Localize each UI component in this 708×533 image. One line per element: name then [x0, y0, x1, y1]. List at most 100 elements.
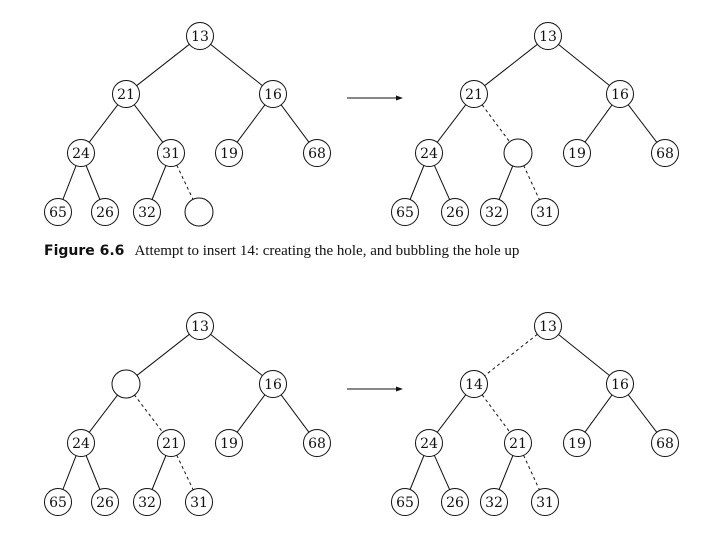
node-value: 26: [446, 495, 464, 511]
heap-node: 13: [186, 22, 214, 50]
heap-node: 24: [67, 429, 95, 457]
node-circle: [441, 198, 469, 226]
node-circle: [67, 139, 95, 167]
node-value: 65: [49, 495, 67, 511]
tree-edge: [280, 394, 310, 433]
heap-node: 65: [391, 198, 419, 226]
node-value: 24: [420, 146, 438, 162]
node-circle: [303, 139, 331, 167]
node-circle: [259, 80, 287, 108]
node-circle: [531, 488, 559, 516]
dashed-edge: [176, 454, 194, 491]
tree-edge: [280, 104, 310, 143]
heap-node: 16: [606, 370, 634, 398]
heap-node: 21: [460, 80, 488, 108]
node-circle: [480, 198, 508, 226]
node-circle: [651, 139, 679, 167]
node-value: 16: [264, 377, 282, 393]
heap-node: 19: [215, 429, 243, 457]
node-circle: [133, 198, 161, 226]
heap-node: 16: [259, 80, 287, 108]
heap-node: 24: [415, 139, 443, 167]
heap-node: 32: [133, 198, 161, 226]
dashed-edge: [484, 333, 538, 377]
node-value: 16: [611, 377, 629, 393]
node-value: 24: [72, 146, 90, 162]
heap-node: 26: [91, 488, 119, 516]
tree-edge: [627, 104, 658, 143]
heap-node: 31: [157, 139, 185, 167]
hole-circle: [503, 138, 533, 168]
node-value: 31: [162, 146, 180, 162]
node-circle: [415, 139, 443, 167]
node-circle: [186, 22, 214, 50]
node-circle: [303, 429, 331, 457]
heap-hole-node: [184, 197, 214, 227]
node-value: 21: [509, 436, 527, 452]
tree-edge: [436, 104, 467, 143]
tree-edge: [558, 334, 610, 376]
heap-node: 26: [441, 198, 469, 226]
node-value: 21: [162, 436, 180, 452]
node-value: 19: [568, 146, 586, 162]
node-value: 19: [220, 436, 238, 452]
node-circle: [415, 429, 443, 457]
heap-node: 14: [460, 370, 488, 398]
tree-edge: [85, 455, 101, 490]
heap-node: 19: [215, 139, 243, 167]
node-value: 68: [308, 146, 326, 162]
heap-node: 21: [157, 429, 185, 457]
tree-edge: [133, 104, 164, 143]
tree-edge: [409, 455, 425, 490]
node-value: 31: [536, 495, 554, 511]
node-circle: [606, 370, 634, 398]
heap-node: 32: [480, 488, 508, 516]
heap-node: 32: [480, 198, 508, 226]
node-circle: [186, 312, 214, 340]
heap-node: 21: [504, 429, 532, 457]
heap-node: 68: [303, 429, 331, 457]
tree-edge: [484, 43, 538, 87]
tree-edge: [62, 165, 77, 200]
node-value: 68: [656, 146, 674, 162]
heap-node: 65: [44, 198, 72, 226]
heap-node: 19: [563, 139, 591, 167]
node-circle: [460, 80, 488, 108]
node-value: 16: [264, 87, 282, 103]
node-value: 21: [465, 87, 483, 103]
tree-edge: [498, 165, 514, 200]
node-circle: [534, 312, 562, 340]
node-circle: [215, 139, 243, 167]
node-circle: [651, 429, 679, 457]
node-value: 14: [465, 377, 483, 393]
node-value: 65: [49, 205, 67, 221]
heap-node: 31: [531, 488, 559, 516]
heap-node: 32: [133, 488, 161, 516]
node-circle: [460, 370, 488, 398]
dashed-edge: [481, 394, 511, 433]
heap-node: 68: [651, 139, 679, 167]
node-circle: [563, 429, 591, 457]
tree-edge: [88, 104, 119, 143]
dashed-edge: [523, 455, 540, 490]
tree-edge: [498, 455, 514, 490]
node-circle: [391, 488, 419, 516]
node-circle: [91, 488, 119, 516]
node-circle: [391, 198, 419, 226]
heap-node: 19: [563, 429, 591, 457]
node-value: 68: [656, 436, 674, 452]
transition-arrow-bottom: [347, 386, 403, 392]
node-value: 26: [96, 495, 114, 511]
node-circle: [504, 429, 532, 457]
tree-edge: [436, 394, 467, 433]
node-value: 13: [191, 29, 209, 45]
node-circle: [91, 198, 119, 226]
node-value: 21: [117, 87, 135, 103]
heap-node: 26: [441, 488, 469, 516]
heap-hole-node: [503, 138, 533, 168]
node-value: 19: [220, 146, 238, 162]
